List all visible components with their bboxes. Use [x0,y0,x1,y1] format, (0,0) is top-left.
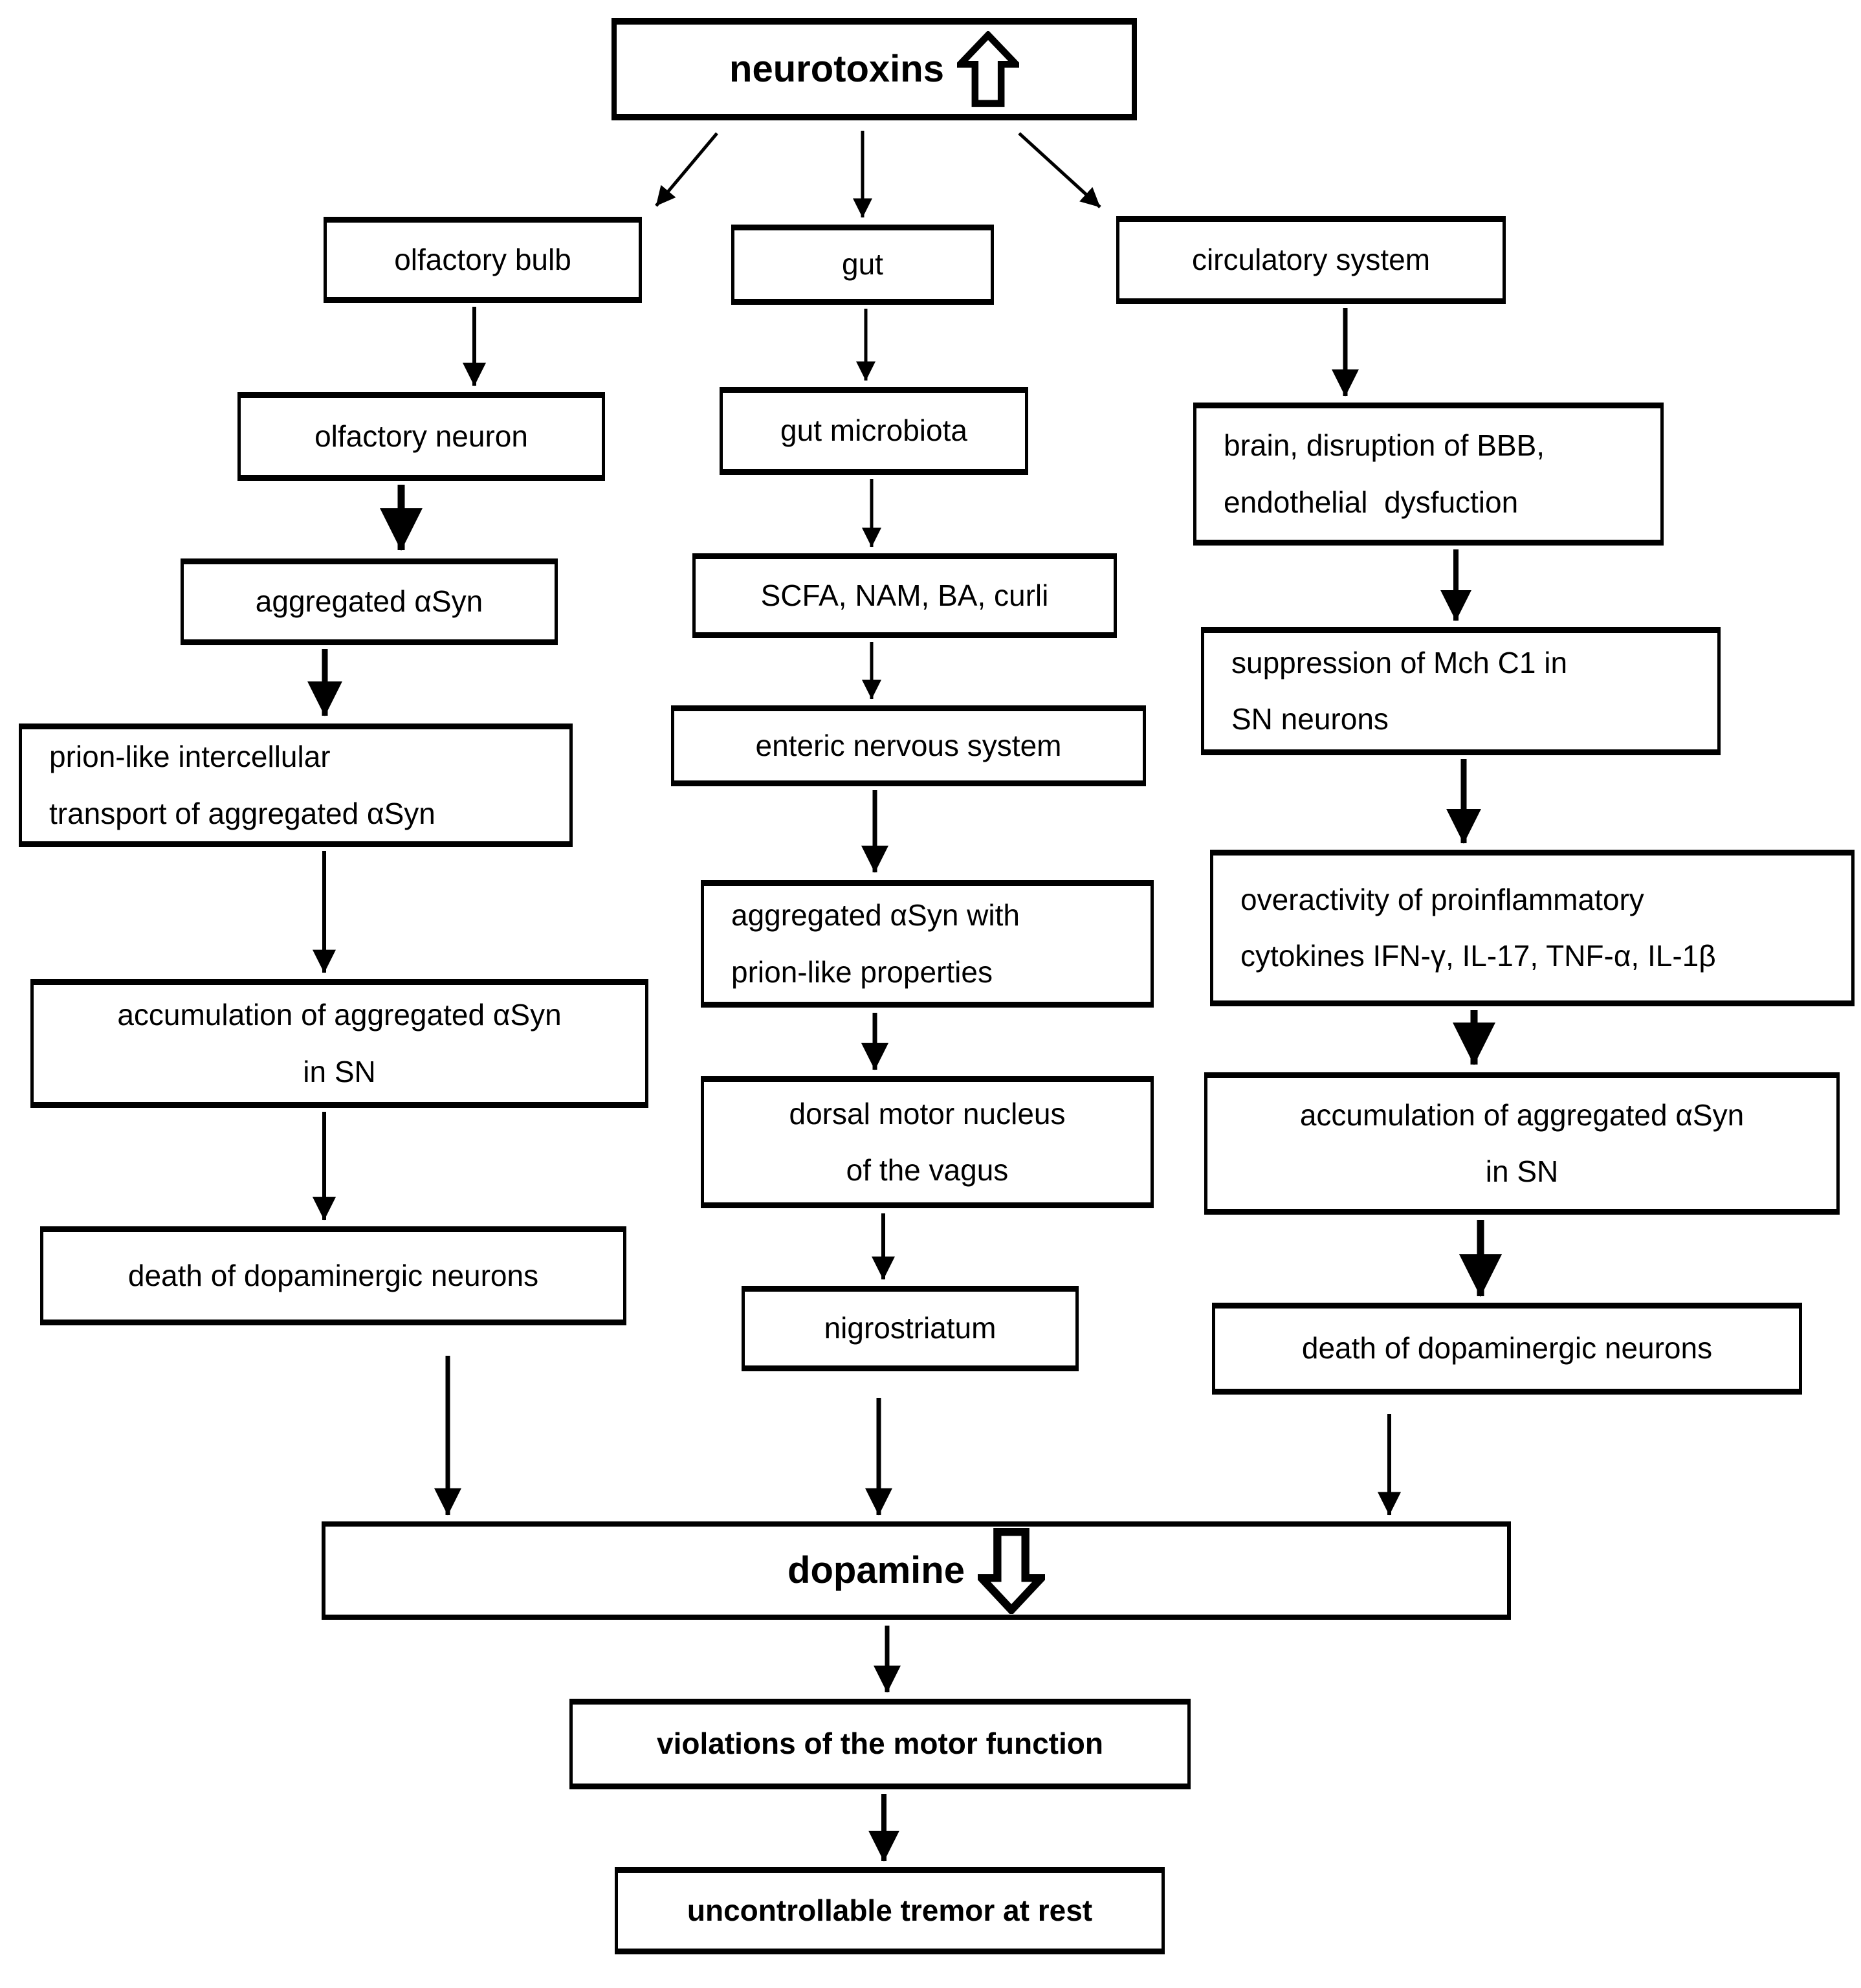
node-accumulation-right-label: accumulation of aggregated αSyn in SN [1299,1098,1745,1188]
node-prion-transport-label: prion-like intercellular transport of ag… [49,740,435,830]
node-scfa-label: SCFA, NAM, BA, curli [760,578,1049,612]
node-gut: gut [731,225,994,305]
node-death-right-label: death of dopaminergic neurons [1301,1331,1713,1365]
node-uncontrollable-tremor: uncontrollable tremor at rest [615,1867,1165,1954]
node-circulatory-system: circulatory system [1116,216,1506,304]
node-accumulation-left-label: accumulation of aggregated αSyn in SN [117,998,562,1088]
node-neurotoxins-label: neurotoxins [729,48,944,91]
node-suppression-mch-label: suppression of Mch C1 in SN neurons [1231,645,1568,736]
block-arrow-down-icon [977,1528,1045,1614]
node-dopamine: dopamine [322,1521,1511,1620]
node-olfactory-bulb-label: olfactory bulb [394,242,571,276]
node-aggregated-prion-label: aggregated αSyn with prion-like properti… [731,898,1020,989]
node-overactivity-cytokines: overactivity of proinflammatory cytokine… [1210,850,1855,1006]
arrow-neurotoxins-to-circulatory-system [1018,132,1101,208]
node-circulatory-system-label: circulatory system [1191,243,1431,277]
node-uncontrollable-tremor-label: uncontrollable tremor at rest [687,1893,1093,1927]
node-enteric-nervous-system: enteric nervous system [671,705,1146,786]
node-nigrostriatum: nigrostriatum [742,1286,1079,1371]
node-aggregated-asyn-label: aggregated αSyn [255,584,483,619]
node-death-left-label: death of dopaminergic neurons [127,1258,539,1292]
node-gut-label: gut [842,247,883,282]
node-gut-microbiota: gut microbiota [720,387,1028,475]
node-brain-bbb: brain, disruption of BBB, endothelial dy… [1193,403,1664,546]
node-dorsal-motor: dorsal motor nucleus of the vagus [701,1076,1154,1208]
node-olfactory-neuron-label: olfactory neuron [314,419,528,453]
node-aggregated-prion: aggregated αSyn with prion-like properti… [701,880,1154,1008]
node-brain-bbb-label: brain, disruption of BBB, endothelial dy… [1224,428,1545,519]
node-aggregated-asyn: aggregated αSyn [181,558,558,645]
node-violations-label: violations of the motor function [657,1727,1103,1761]
node-dorsal-motor-label: dorsal motor nucleus of the vagus [789,1096,1066,1187]
node-accumulation-left: accumulation of aggregated αSyn in SN [30,979,648,1108]
node-neurotoxins: neurotoxins [611,18,1137,120]
node-accumulation-right: accumulation of aggregated αSyn in SN [1204,1072,1840,1215]
node-olfactory-bulb: olfactory bulb [324,217,642,303]
node-olfactory-neuron: olfactory neuron [237,392,605,481]
node-nigrostriatum-label: nigrostriatum [824,1311,997,1345]
node-suppression-mch: suppression of Mch C1 in SN neurons [1201,627,1721,755]
arrow-neurotoxins-to-olfactory-bulb [655,132,718,207]
node-death-left: death of dopaminergic neurons [40,1226,626,1325]
node-scfa: SCFA, NAM, BA, curli [692,553,1117,638]
node-overactivity-cytokines-label: overactivity of proinflammatory cytokine… [1240,882,1716,973]
node-enteric-nervous-system-label: enteric nervous system [755,728,1062,762]
node-gut-microbiota-label: gut microbiota [780,414,967,448]
node-death-right: death of dopaminergic neurons [1212,1303,1802,1395]
node-prion-transport: prion-like intercellular transport of ag… [19,723,573,847]
node-dopamine-label: dopamine [787,1549,965,1592]
node-violations: violations of the motor function [569,1699,1191,1789]
block-arrow-up-icon [956,31,1019,107]
